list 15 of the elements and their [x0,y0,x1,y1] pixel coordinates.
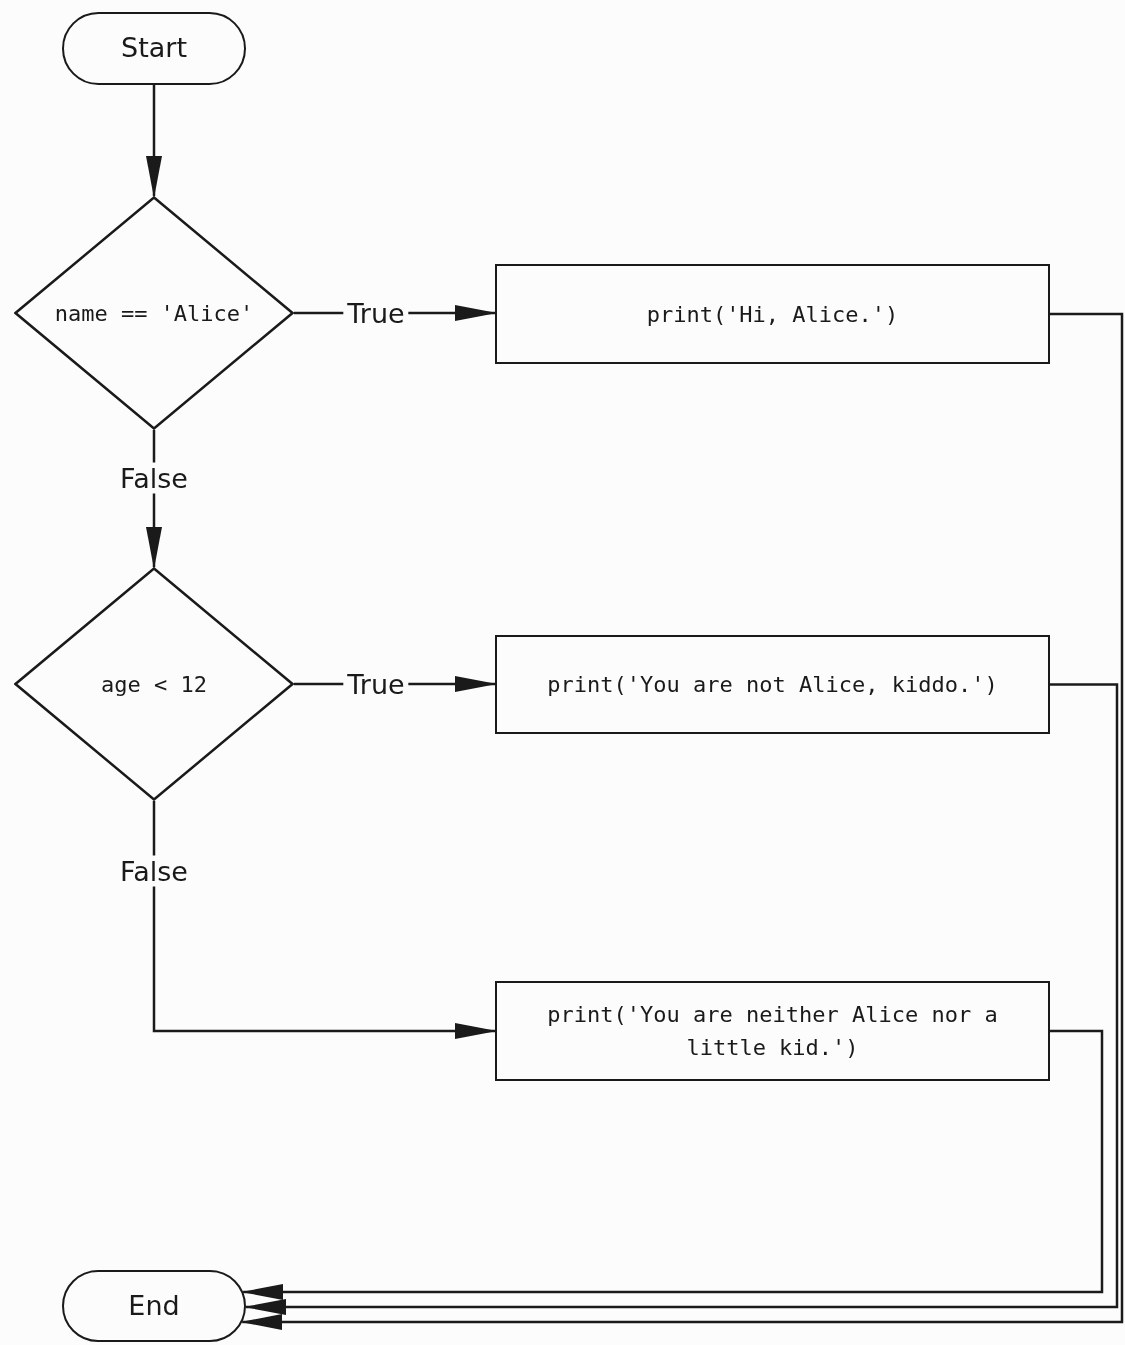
code-text: name == 'Alice' [53,299,255,328]
process-box [495,635,1050,734]
arrow [146,85,162,198]
code-text: print('Hi, Alice.') [645,300,900,329]
arrow [152,801,497,1039]
code-text: age < 12 [100,670,208,699]
arrow [240,312,1124,1330]
process-box [495,981,1050,1081]
terminal-label: Start [120,31,188,66]
terminal-label: End [127,1288,181,1323]
arrow [241,1029,1104,1300]
process-box [495,264,1050,364]
arrow [244,683,1119,1315]
code-text: print('You are not Alice, kiddo.') [546,671,999,699]
code-text: print('You are neither Alice nor a little kid.') [546,1001,999,1062]
